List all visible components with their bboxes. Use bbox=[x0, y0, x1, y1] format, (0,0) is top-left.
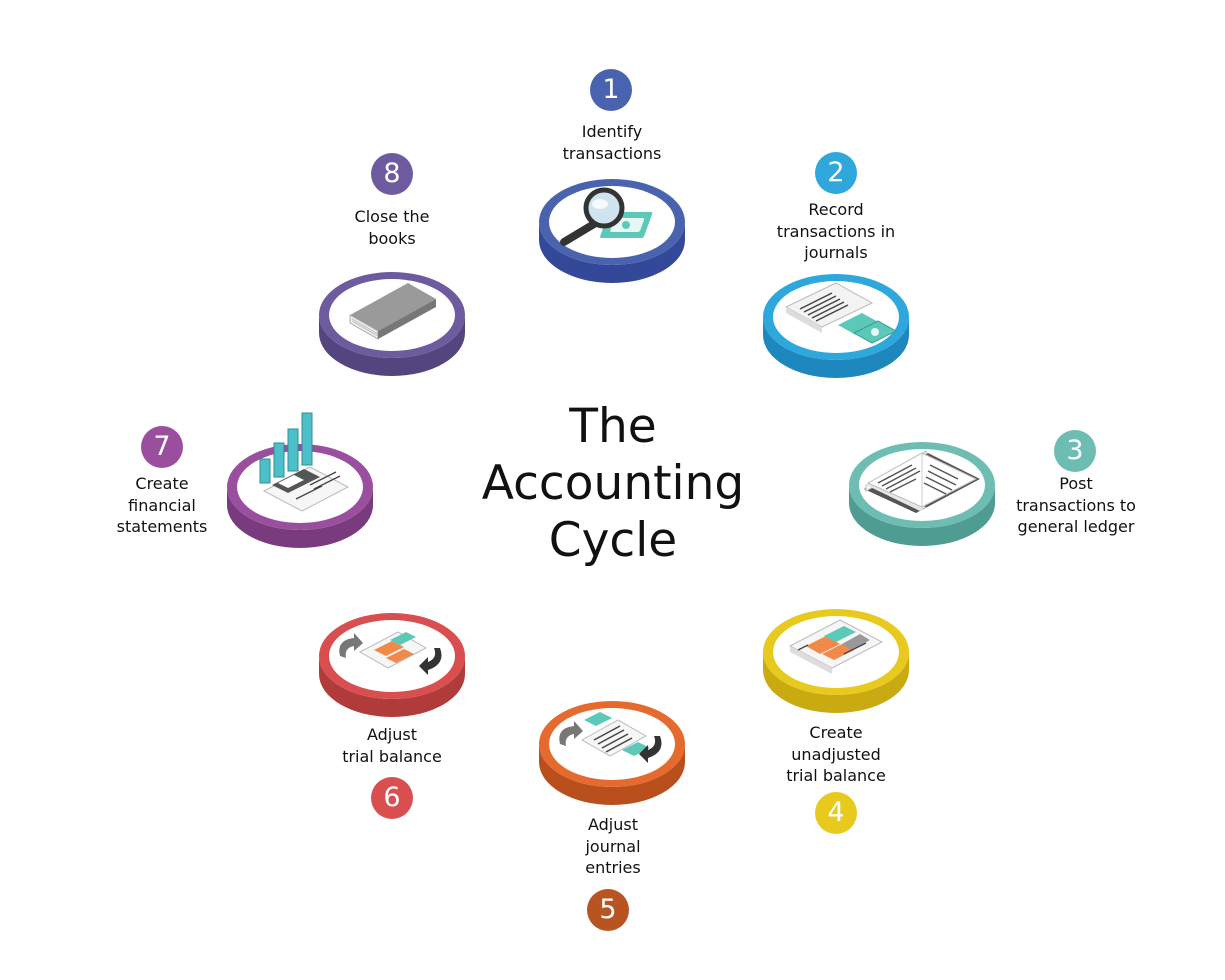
step-6-number-badge: 6 bbox=[371, 777, 413, 819]
step-3-number-badge: 3 bbox=[1054, 430, 1096, 472]
title-line-1: The bbox=[569, 399, 657, 454]
step-5-number-badge: 5 bbox=[587, 889, 629, 931]
step-4-number-badge: 4 bbox=[815, 792, 857, 834]
step-2-platform bbox=[763, 274, 909, 378]
step-7-number-badge: 7 bbox=[141, 426, 183, 468]
step-8-number-badge: 8 bbox=[371, 153, 413, 195]
step-8-platform bbox=[319, 272, 465, 376]
step-3-platform bbox=[849, 442, 995, 546]
step-5-platform bbox=[539, 701, 685, 805]
step-4-platform bbox=[763, 609, 909, 713]
step-7-platform bbox=[227, 412, 373, 548]
title-line-3: Cycle bbox=[548, 513, 678, 568]
diagram-title: The Accounting Cycle bbox=[463, 398, 763, 569]
title-line-2: Accounting bbox=[481, 456, 745, 511]
step-1-platform bbox=[539, 179, 685, 283]
step-1-number-badge: 1 bbox=[590, 69, 632, 111]
step-2-number-badge: 2 bbox=[815, 152, 857, 194]
step-6-platform bbox=[319, 613, 465, 717]
